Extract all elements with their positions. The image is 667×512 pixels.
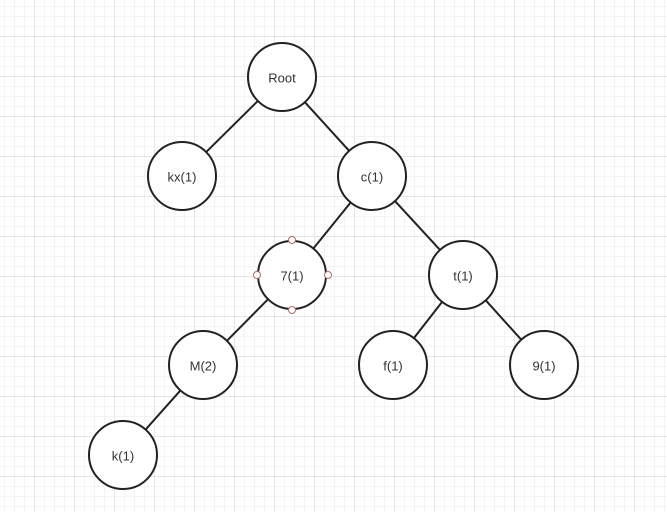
node-circle[interactable] — [147, 141, 217, 211]
node-label: 7(1) — [280, 269, 303, 284]
edge-t-n9[interactable] — [485, 299, 522, 341]
node-label: kx(1) — [168, 170, 197, 185]
node-label: M(2) — [190, 359, 217, 374]
tree-node-f[interactable]: f(1) — [358, 330, 428, 400]
edge-M-k[interactable] — [144, 389, 182, 431]
tree-node-M[interactable]: M(2) — [168, 330, 238, 400]
node-circle[interactable] — [88, 420, 158, 490]
edge-n7-M[interactable] — [226, 298, 269, 342]
tree-node-n9[interactable]: 9(1) — [509, 330, 579, 400]
edges-layer — [144, 100, 522, 431]
selection-handle-right[interactable] — [324, 271, 332, 279]
node-circle[interactable] — [337, 141, 407, 211]
tree-node-c[interactable]: c(1) — [337, 141, 407, 211]
selection-handle-top[interactable] — [288, 236, 296, 244]
node-label: f(1) — [383, 359, 403, 374]
node-label: 9(1) — [532, 359, 555, 374]
selection-handle-bottom[interactable] — [288, 306, 296, 314]
node-circle[interactable] — [428, 240, 498, 310]
selection-handle-left[interactable] — [253, 271, 261, 279]
node-circle[interactable] — [358, 330, 428, 400]
tree-node-t[interactable]: t(1) — [428, 240, 498, 310]
selection-handles — [253, 236, 332, 314]
edge-c-n7[interactable] — [312, 201, 352, 250]
tree-node-k[interactable]: k(1) — [88, 420, 158, 490]
edge-root-kx[interactable] — [205, 100, 259, 153]
node-label: k(1) — [112, 449, 134, 464]
edge-root-c[interactable] — [304, 101, 350, 152]
edge-t-f[interactable] — [413, 301, 443, 339]
node-label: t(1) — [453, 269, 473, 284]
tree-node-root[interactable]: Root — [247, 42, 317, 112]
tree-node-n7[interactable]: 7(1) — [257, 240, 327, 310]
node-label: c(1) — [361, 170, 383, 185]
node-label: Root — [268, 71, 296, 86]
node-circle[interactable] — [509, 330, 579, 400]
tree-node-kx[interactable]: kx(1) — [147, 141, 217, 211]
nodes-layer: Root kx(1) c(1) 7(1) t(1) M(2) f(1) 9(1) k(1) — [88, 42, 579, 490]
edge-c-t[interactable] — [394, 200, 441, 251]
node-circle[interactable] — [247, 42, 317, 112]
node-circle[interactable] — [168, 330, 238, 400]
